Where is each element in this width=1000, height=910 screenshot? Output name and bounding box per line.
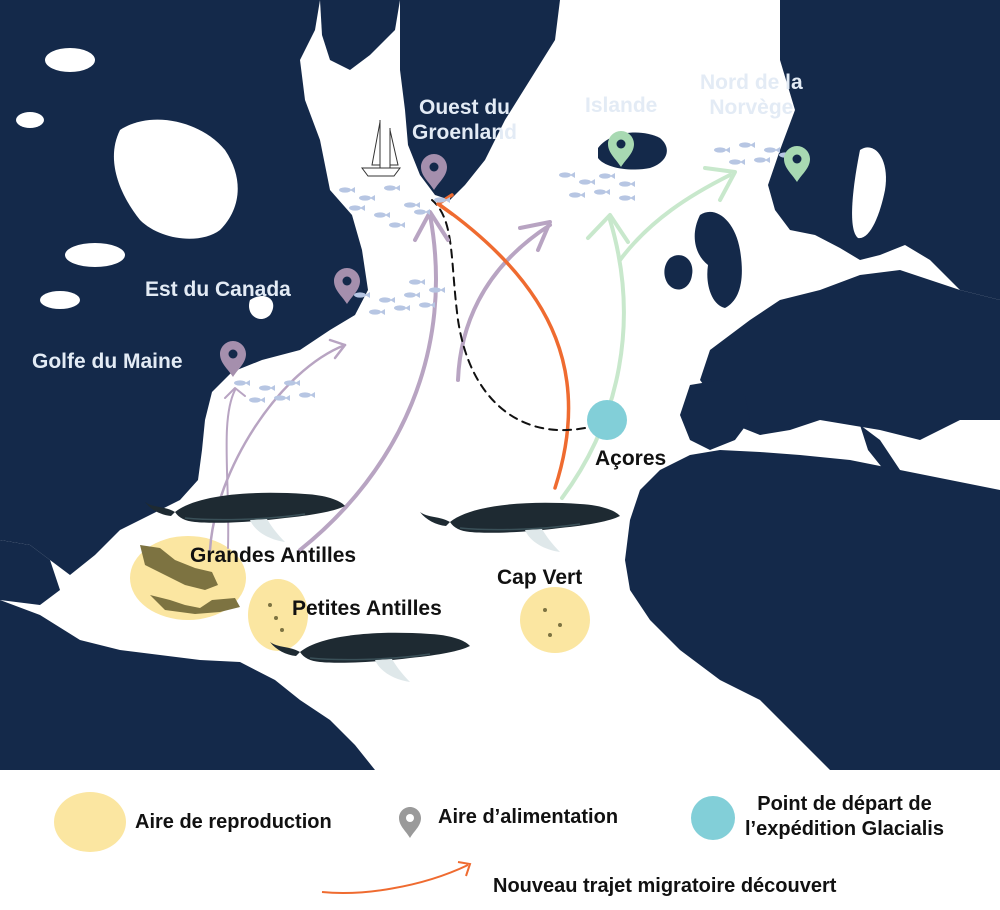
- legend-start-swatch: [691, 796, 735, 840]
- ireland: [664, 255, 693, 290]
- caribbean-islands: [150, 595, 240, 614]
- greenland: [400, 0, 560, 200]
- lake: [16, 112, 44, 128]
- north-atlantic-map: [0, 0, 1000, 770]
- legend-breeding-swatch: [54, 792, 126, 852]
- legend-new-route-label: Nouveau trajet migratoire découvert: [493, 875, 837, 897]
- sailboat-icon: [361, 120, 401, 177]
- label-golfe-maine: Golfe du Maine: [32, 350, 183, 373]
- route-to-norvege: [618, 173, 732, 262]
- caribbean-islands: [140, 545, 218, 590]
- arctic-islands: [320, 0, 400, 70]
- route-to-ouest-groenland: [298, 213, 438, 552]
- legend-breeding-label: Aire de reproduction: [135, 811, 332, 833]
- scandinavia: [768, 0, 1000, 300]
- route-to-golfe-maine: [225, 389, 236, 549]
- baltic-sea: [852, 147, 886, 239]
- north-america-landmass: [0, 0, 368, 575]
- new-route: [438, 203, 571, 490]
- migration-routes: [208, 173, 732, 552]
- lake: [65, 243, 125, 267]
- label-est-canada: Est du Canada: [145, 278, 291, 301]
- label-nord-norvege: Nord de la Norvège: [700, 71, 803, 120]
- hudson-bay: [113, 119, 238, 239]
- lake: [45, 48, 95, 72]
- breeding-area-petites-antilles: [248, 579, 308, 651]
- label-grandes-antilles: Grandes Antilles: [190, 544, 357, 567]
- expedition-track: [431, 199, 586, 432]
- europe-mainland: [700, 270, 1000, 440]
- central-south-america: [0, 600, 375, 770]
- central-america: [0, 540, 60, 605]
- iberia: [680, 380, 750, 450]
- british-isles: [694, 211, 742, 308]
- label-acores: Açores: [595, 447, 667, 470]
- label-cap-vert: Cap Vert: [497, 566, 583, 589]
- legend-start-label: Point de départ de l’expédition Glaciali…: [745, 793, 944, 840]
- expedition-start-point: [587, 400, 627, 440]
- breeding-area-cap-vert: [520, 587, 590, 653]
- africa: [625, 450, 1000, 770]
- label-petites-antilles: Petites Antilles: [292, 597, 442, 620]
- gulf-st-lawrence: [249, 295, 274, 320]
- legend: Aire de reproduction Aire d’alimentation…: [0, 770, 1000, 910]
- route-to-islande-purple: [456, 223, 552, 382]
- lake: [40, 291, 80, 309]
- label-islande: Islande: [585, 94, 658, 117]
- legend-feeding-label: Aire d’alimentation: [438, 806, 619, 828]
- legend-graphics: [54, 792, 735, 894]
- label-ouest-groenland: Ouest du Groenland: [412, 96, 518, 145]
- legend-new-route-line: [321, 864, 469, 894]
- map-pin-icon: [399, 807, 421, 838]
